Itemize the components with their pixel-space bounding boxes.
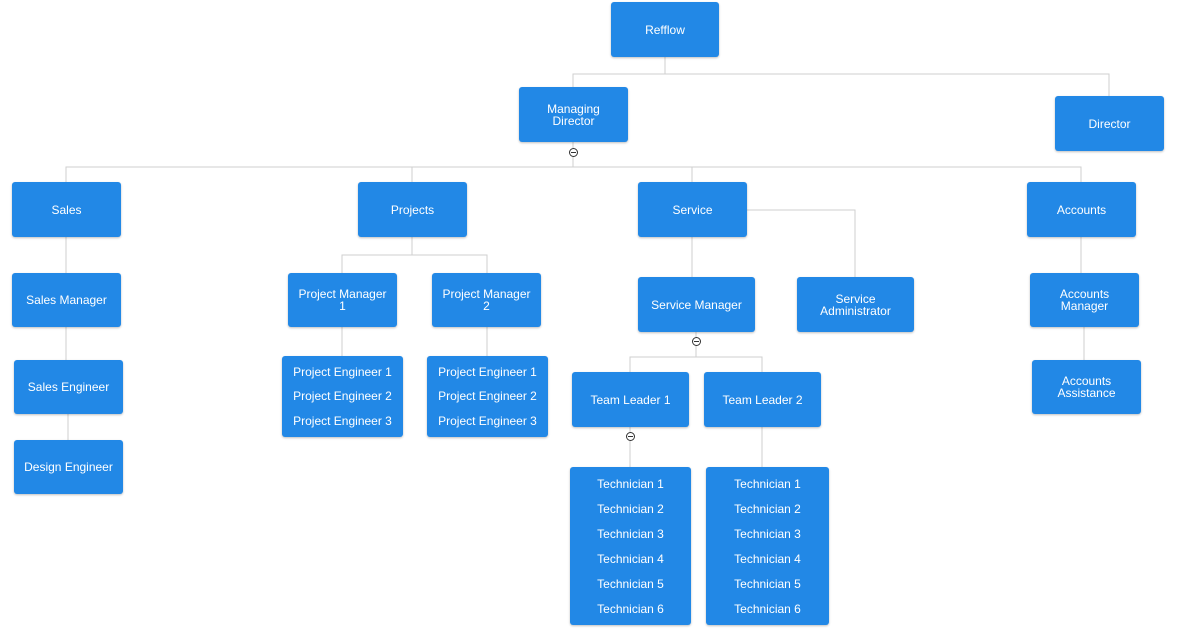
node-projects[interactable]: Projects <box>358 182 467 237</box>
node-label: Team Leader 2 <box>722 392 803 407</box>
node-accounts-manager[interactable]: Accounts Manager <box>1030 273 1139 327</box>
node-refflow[interactable]: Refflow <box>611 2 719 57</box>
node-sales[interactable]: Sales <box>12 182 121 237</box>
node-team-leader-2[interactable]: Team Leader 2 <box>704 372 821 427</box>
node-design-engineer[interactable]: Design Engineer <box>14 440 123 494</box>
node-service[interactable]: Service <box>638 182 747 237</box>
list-item: Technician 4 <box>734 551 801 566</box>
node-label: Accounts Assistance <box>1057 374 1116 400</box>
node-label: Project Manager 2 <box>442 287 531 313</box>
connector-service-children <box>691 209 856 277</box>
node-pm1-engineer-list[interactable]: Project Engineer 1 Project Engineer 2 Pr… <box>282 356 403 437</box>
list-item: Technician 3 <box>734 526 801 541</box>
node-label: Director <box>1088 116 1131 131</box>
list-item: Technician 2 <box>597 501 664 516</box>
node-label: Projects <box>390 202 435 217</box>
node-service-manager[interactable]: Service Manager <box>638 277 755 332</box>
list-item: Technician 5 <box>597 576 664 591</box>
node-service-administrator[interactable]: Service Administrator <box>797 277 914 332</box>
node-project-manager-2[interactable]: Project Manager 2 <box>432 273 541 327</box>
list-item: Project Engineer 2 <box>293 389 392 404</box>
list-item: Technician 3 <box>597 526 664 541</box>
node-tl1-technician-list[interactable]: Technician 1 Technician 2 Technician 3 T… <box>570 467 691 625</box>
list-item: Technician 6 <box>734 601 801 616</box>
node-project-manager-1[interactable]: Project Manager 1 <box>288 273 397 327</box>
list-item: Project Engineer 2 <box>438 389 537 404</box>
node-accounts-assistance[interactable]: Accounts Assistance <box>1032 360 1141 414</box>
node-label: Project Manager 1 <box>298 287 387 313</box>
collapse-minus-icon[interactable] <box>692 337 701 346</box>
list-item: Project Engineer 1 <box>438 365 537 380</box>
list-item: Project Engineer 1 <box>293 365 392 380</box>
node-sales-engineer[interactable]: Sales Engineer <box>14 360 123 414</box>
list-item: Technician 2 <box>734 501 801 516</box>
list-item: Project Engineer 3 <box>438 413 537 428</box>
node-label: Service Manager <box>651 297 742 312</box>
node-label: Accounts Manager <box>1059 287 1110 313</box>
connector-accounts-chain <box>1080 237 1085 360</box>
node-label: Sales <box>51 202 82 217</box>
node-team-leader-1[interactable]: Team Leader 1 <box>572 372 689 427</box>
node-label: Service <box>672 202 713 217</box>
connector-sales-chain <box>65 237 69 440</box>
list-item: Technician 1 <box>734 476 801 491</box>
list-item: Technician 4 <box>597 551 664 566</box>
node-sales-manager[interactable]: Sales Manager <box>12 273 121 327</box>
node-label: Service Administrator <box>820 291 891 318</box>
list-item: Technician 1 <box>597 476 664 491</box>
collapse-minus-icon[interactable] <box>626 432 635 441</box>
node-label: Design Engineer <box>24 460 113 474</box>
connector-project-managers-lists <box>341 327 488 356</box>
connector-refflow-children <box>572 57 1110 96</box>
node-accounts[interactable]: Accounts <box>1027 182 1136 237</box>
node-managing-director[interactable]: Managing Director <box>519 87 628 142</box>
list-item: Project Engineer 3 <box>293 413 392 428</box>
node-pm2-engineer-list[interactable]: Project Engineer 1 Project Engineer 2 Pr… <box>427 356 548 437</box>
node-label: Managing Director <box>547 101 600 128</box>
node-tl2-technician-list[interactable]: Technician 1 Technician 2 Technician 3 T… <box>706 467 829 625</box>
node-director[interactable]: Director <box>1055 96 1164 151</box>
list-item: Technician 6 <box>597 601 664 616</box>
collapse-minus-icon[interactable] <box>569 148 578 157</box>
node-label: Sales Engineer <box>27 380 110 394</box>
node-label: Team Leader 1 <box>590 392 671 407</box>
node-label: Accounts <box>1056 202 1107 217</box>
node-label: Refflow <box>645 22 685 37</box>
list-item: Technician 5 <box>734 576 801 591</box>
node-label: Sales Manager <box>26 293 107 307</box>
connector-team-leaders-lists <box>629 427 763 467</box>
connector-projects-children <box>341 237 488 273</box>
